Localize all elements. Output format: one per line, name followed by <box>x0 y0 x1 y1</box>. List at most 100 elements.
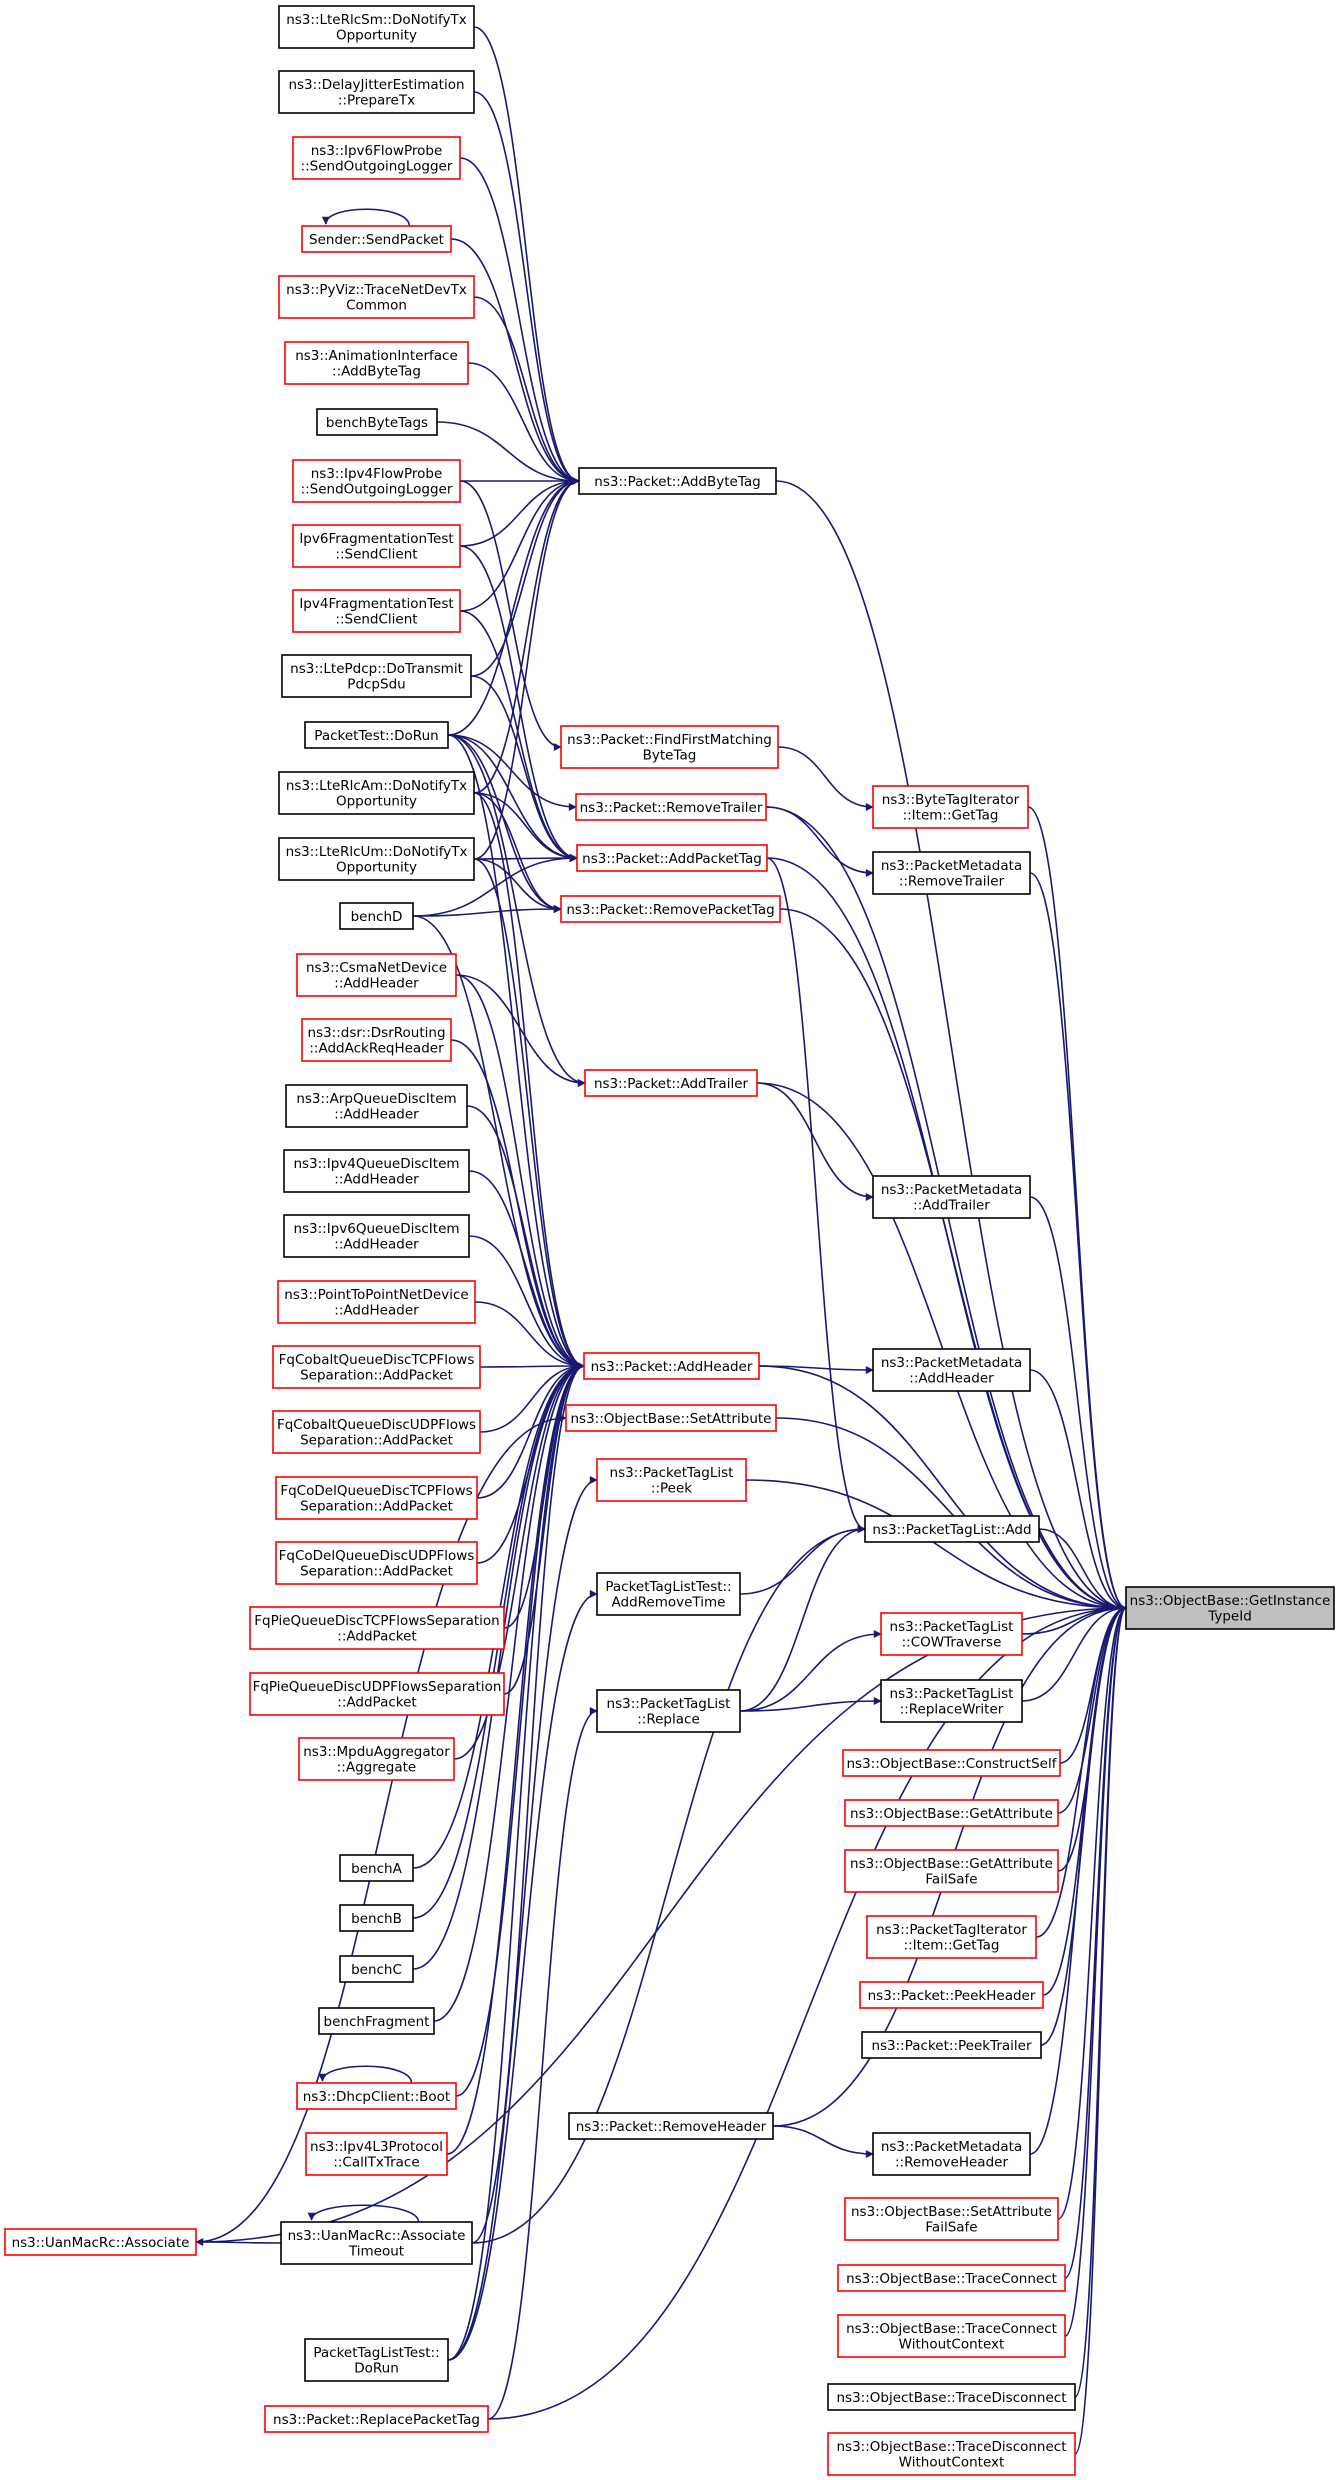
node-packet-addtrailer[interactable]: ns3::Packet::AddTrailer <box>584 1069 758 1097</box>
node-fqcobalt-tcp-addpacket[interactable]: FqCobaltQueueDiscTCPFlowsSeparation::Add… <box>272 1345 481 1389</box>
node-packet-addbytetag[interactable]: ns3::Packet::AddByteTag <box>578 467 777 495</box>
node-fqcodel-udp-addpacket[interactable]: FqCoDelQueueDiscUDPFlowsSeparation::AddP… <box>275 1541 478 1585</box>
node-benchfragment[interactable]: benchFragment <box>318 2007 435 2035</box>
node-fqcodel-tcp-addpacket[interactable]: FqCoDelQueueDiscTCPFlowsSeparation::AddP… <box>275 1476 478 1520</box>
node-ipv4flowprobe-sendoutgoinglogger[interactable]: ns3::Ipv4FlowProbe::SendOutgoingLogger <box>292 459 461 503</box>
node-packetmetadata-addtrailer[interactable]: ns3::PacketMetadata::AddTrailer <box>872 1175 1031 1219</box>
node-bencha[interactable]: benchA <box>339 1854 414 1882</box>
node-mpduaggregator-aggregate[interactable]: ns3::MpduAggregator::Aggregate <box>298 1737 455 1781</box>
node-packet-replacepackettag[interactable]: ns3::Packet::ReplacePacketTag <box>264 2405 489 2433</box>
node-packetmetadata-removetrailer[interactable]: ns3::PacketMetadata::RemoveTrailer <box>872 851 1031 895</box>
node-packettagiterator-item-gettag[interactable]: ns3::PacketTagIterator::Item::GetTag <box>866 1915 1037 1959</box>
node-label-line: ns3::PacketTagList <box>610 1465 734 1481</box>
node-box <box>583 1352 760 1380</box>
node-benchbytetags[interactable]: benchByteTags <box>316 408 438 436</box>
node-benchb[interactable]: benchB <box>339 1904 414 1932</box>
node-ipv6flowprobe-sendoutgoinglogger[interactable]: ns3::Ipv6FlowProbe::SendOutgoingLogger <box>292 136 461 180</box>
node-objectbase-getattribute[interactable]: ns3::ObjectBase::GetAttribute <box>844 1799 1059 1827</box>
node-packettaglisttest-addremovetime[interactable]: PacketTagListTest::AddRemoveTime <box>596 1572 741 1616</box>
node-objectbase-traceconnect[interactable]: ns3::ObjectBase::TraceConnect <box>837 2264 1066 2292</box>
node-label-line: ns3::LteRlcUm::DoNotifyTx <box>286 844 468 860</box>
node-packet-removeheader[interactable]: ns3::Packet::RemoveHeader <box>568 2112 774 2140</box>
node-packet-addheader[interactable]: ns3::Packet::AddHeader <box>583 1352 760 1380</box>
node-packettest-dorun[interactable]: PacketTest::DoRun <box>304 721 449 749</box>
node-label-line: ::AddPacket <box>337 1629 416 1645</box>
node-arpqueuediscitem-addheader[interactable]: ns3::ArpQueueDiscItem::AddHeader <box>285 1084 468 1128</box>
node-packettaglist-add[interactable]: ns3::PacketTagList::Add <box>864 1515 1040 1543</box>
node-ipv4queuediscitem-addheader[interactable]: ns3::Ipv4QueueDiscItem::AddHeader <box>283 1149 470 1193</box>
node-animationinterface-addbytetag[interactable]: ns3::AnimationInterface::AddByteTag <box>284 341 469 385</box>
node-packet-peektrailer[interactable]: ns3::Packet::PeekTrailer <box>861 2031 1042 2059</box>
node-sender-sendpacket[interactable]: Sender::SendPacket <box>301 225 452 253</box>
node-packet-removepackettag[interactable]: ns3::Packet::RemovePacketTag <box>560 895 781 923</box>
node-ipv6queuediscitem-addheader[interactable]: ns3::Ipv6QueueDiscItem::AddHeader <box>283 1214 470 1258</box>
node-packettaglist-replace[interactable]: ns3::PacketTagList::Replace <box>596 1689 741 1733</box>
node-label-line: ::Item::GetTag <box>903 808 999 824</box>
node-objectbase-traceconnectwithoutcontext[interactable]: ns3::ObjectBase::TraceConnectWithoutCont… <box>837 2314 1066 2358</box>
call-edge-packettaglist-replace-to-packettaglist-cowtraverse <box>739 1630 882 1712</box>
node-label-line: AddRemoveTime <box>612 1595 726 1611</box>
node-ipv6fragmentationtest-sendclient[interactable]: Ipv6FragmentationTest::SendClient <box>292 524 461 568</box>
node-label-line: Separation::AddPacket <box>300 1499 453 1515</box>
call-edge-uanmacrc-associatetimeout-to-uanmacrc-associatetimeout <box>307 2204 420 2223</box>
node-packet-addpackettag[interactable]: ns3::Packet::AddPacketTag <box>576 844 768 872</box>
node-label-line: ns3::PacketTagList <box>890 1619 1014 1635</box>
node-dhcpclient-boot[interactable]: ns3::DhcpClient::Boot <box>296 2082 457 2110</box>
node-benchd[interactable]: benchD <box>339 902 414 930</box>
node-box <box>281 654 472 698</box>
node-objectbase-setattribute[interactable]: ns3::ObjectBase::SetAttribute <box>565 1404 777 1432</box>
node-label-line: ns3::LteRlcSm::DoNotifyTx <box>286 12 467 28</box>
node-packettaglist-peek[interactable]: ns3::PacketTagList::Peek <box>596 1458 747 1502</box>
node-fqpie-tcp-addpacket[interactable]: FqPieQueueDiscTCPFlowsSeparation::AddPac… <box>249 1606 505 1650</box>
node-packetmetadata-removeheader[interactable]: ns3::PacketMetadata::RemoveHeader <box>872 2132 1031 2176</box>
node-box <box>249 1606 505 1650</box>
call-edge-ipv6queuediscitem-addheader-to-packet-addheader <box>468 1235 585 1370</box>
node-packettaglist-cowtraverse[interactable]: ns3::PacketTagList::COWTraverse <box>880 1612 1023 1656</box>
call-edge-packettaglisttest-dorun-to-packet-addheader <box>447 1362 585 2361</box>
node-packettaglist-replacewriter[interactable]: ns3::PacketTagList::ReplaceWriter <box>880 1679 1023 1723</box>
node-benchc[interactable]: benchC <box>339 1955 414 1983</box>
node-label-line: Opportunity <box>336 860 417 876</box>
node-packet-peekheader[interactable]: ns3::Packet::PeekHeader <box>859 1981 1044 2009</box>
node-label-line: ns3::Packet::FindFirstMatching <box>567 732 772 748</box>
node-delayjitterestimation-preparetx[interactable]: ns3::DelayJitterEstimation::PrepareTx <box>278 70 475 114</box>
node-label-line: ns3::UanMacRc::Associate <box>12 2235 190 2251</box>
node-box <box>301 225 452 253</box>
call-edge-benchbytetags-to-packet-addbytetag <box>436 421 580 485</box>
node-packettaglisttest-dorun[interactable]: PacketTagListTest::DoRun <box>304 2338 449 2382</box>
node-ipv4l3protocol-calltxtrace[interactable]: ns3::Ipv4L3Protocol::CallTxTrace <box>305 2132 448 2176</box>
node-objectbase-constructself[interactable]: ns3::ObjectBase::ConstructSelf <box>842 1749 1061 1777</box>
node-box <box>872 1348 1031 1392</box>
node-label-line: PacketTest::DoRun <box>314 728 438 744</box>
node-objectbase-tracedisconnect[interactable]: ns3::ObjectBase::TraceDisconnect <box>827 2383 1076 2411</box>
node-ipv4fragmentationtest-sendclient[interactable]: Ipv4FragmentationTest::SendClient <box>292 589 461 633</box>
node-pointtopointnetdevice-addheader[interactable]: ns3::PointToPointNetDevice::AddHeader <box>277 1280 476 1324</box>
node-box <box>872 2132 1031 2176</box>
node-bytetagiterator-item-gettag[interactable]: ns3::ByteTagIterator::Item::GetTag <box>872 785 1029 829</box>
node-fqcobalt-udp-addpacket[interactable]: FqCobaltQueueDiscUDPFlowsSeparation::Add… <box>272 1410 481 1454</box>
call-edge-ipv4flowprobe-sendoutgoinglogger-to-packet-findfirstmatchingbytetag <box>459 480 562 751</box>
node-box <box>298 1737 455 1781</box>
node-box <box>837 2314 1066 2358</box>
node-box <box>842 1749 1061 1777</box>
node-uanmacrc-associate[interactable]: ns3::UanMacRc::Associate <box>4 2228 197 2256</box>
node-csmanetdevice-addheader[interactable]: ns3::CsmaNetDevice::AddHeader <box>296 953 457 997</box>
node-packet-removetrailer[interactable]: ns3::Packet::RemoveTrailer <box>575 793 767 821</box>
node-objectbase-tracedisconnectwithoutcontext[interactable]: ns3::ObjectBase::TraceDisconnectWithoutC… <box>827 2432 1076 2476</box>
node-packetmetadata-addheader[interactable]: ns3::PacketMetadata::AddHeader <box>872 1348 1031 1392</box>
node-label-line: ns3::Packet::PeekTrailer <box>871 2038 1032 2054</box>
node-box <box>275 1476 478 1520</box>
node-fqpie-udp-addpacket[interactable]: FqPieQueueDiscUDPFlowsSeparation::AddPac… <box>249 1672 505 1716</box>
node-dsrrouting-addackreqheader[interactable]: ns3::dsr::DsrRouting::AddAckReqHeader <box>301 1018 452 1062</box>
call-edge-sender-sendpacket-to-packet-addbytetag <box>450 238 580 485</box>
